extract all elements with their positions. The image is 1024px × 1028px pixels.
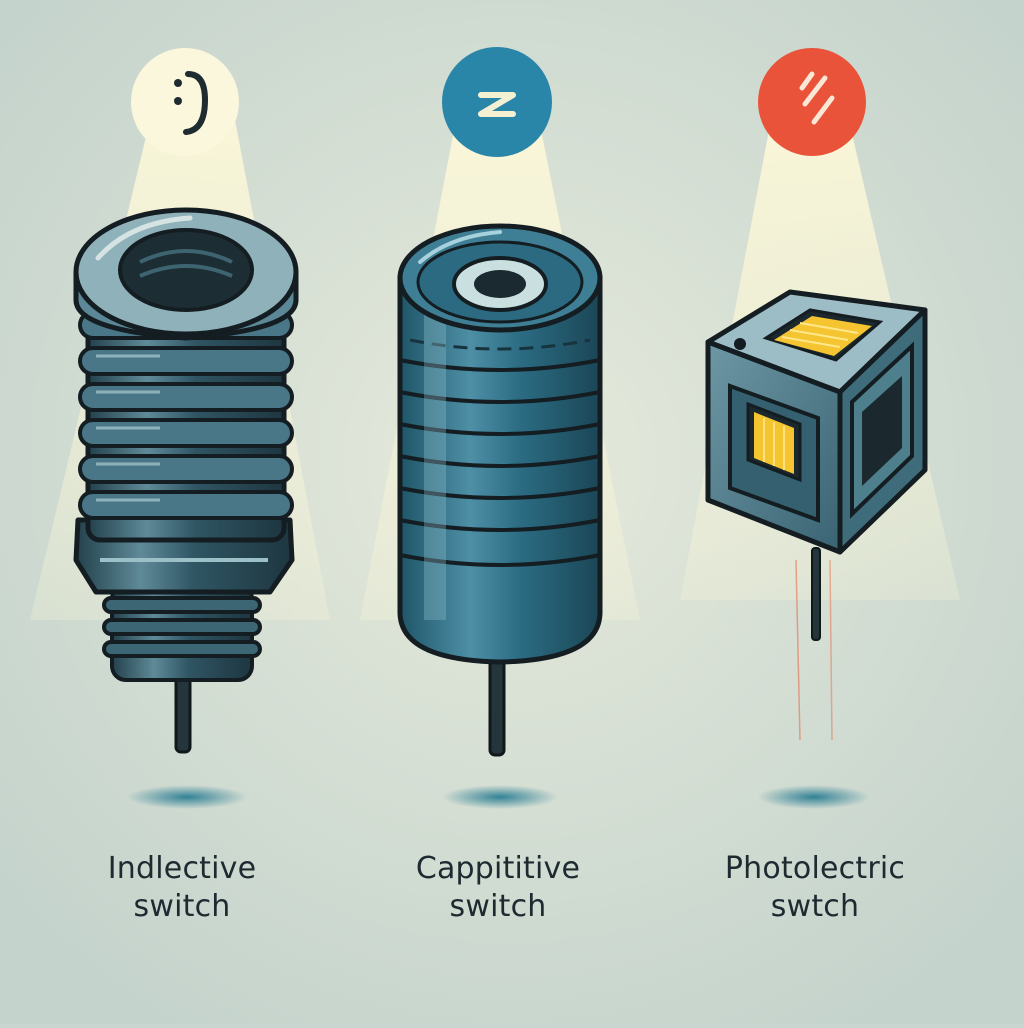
inductive-shadow: [127, 785, 247, 809]
z-wave-icon: [442, 47, 552, 157]
inductive-switch-label: Indlective switch: [52, 850, 312, 926]
light-beam-icon: [758, 48, 866, 156]
inductive-sensor: [73, 207, 299, 754]
capacitive-label-line1: Cappititive: [415, 851, 581, 886]
capacitive-switch-label: Cappititive switch: [368, 850, 628, 926]
photoelectric-label-line1: Photolectric: [724, 851, 906, 886]
photoelectric-label-line2: swtch: [770, 889, 860, 924]
capacitive-shadow: [442, 785, 558, 809]
bracket-coil-icon: [131, 48, 239, 156]
capacitive-sensor: [397, 223, 603, 757]
photoelectric-sensor: [705, 289, 928, 741]
capacitive-label-line2: switch: [449, 889, 547, 924]
inductive-label-line1: Indlective: [107, 851, 257, 886]
photoelectric-shadow: [758, 785, 870, 809]
inductive-label-line2: switch: [133, 889, 231, 924]
photoelectric-switch-label: Photolectric swtch: [685, 850, 945, 926]
